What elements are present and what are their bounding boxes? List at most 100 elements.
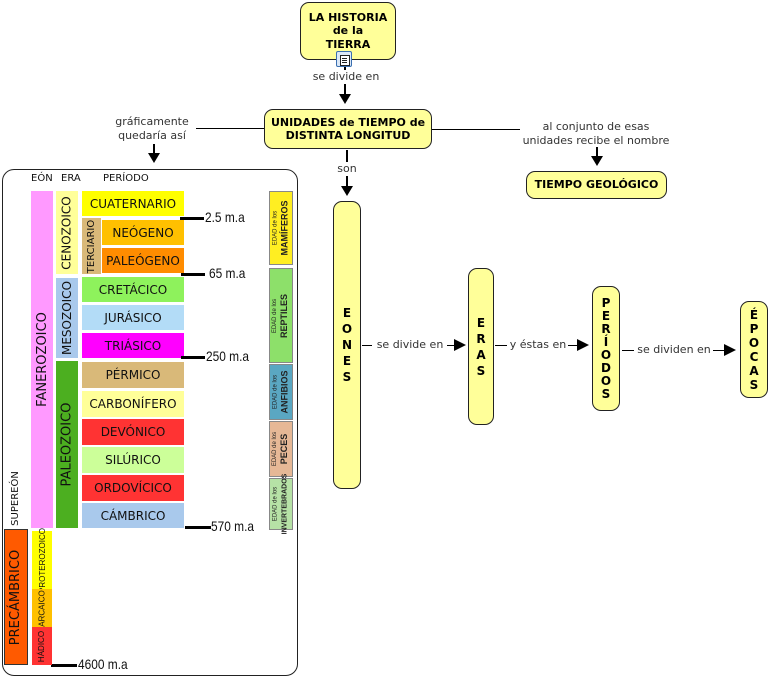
connector-line xyxy=(346,176,348,188)
letter: R xyxy=(601,321,611,336)
period-8: DEVÓNICO xyxy=(82,419,184,445)
letter: E xyxy=(476,315,486,330)
geo-time-node[interactable]: TIEMPO GEOLÓGICO xyxy=(526,171,667,199)
connector-line xyxy=(622,350,634,351)
root-line-1: LA HISTORIA xyxy=(308,11,388,25)
header-supereon: SUPEREÓN xyxy=(6,470,24,526)
root-line-2: de la xyxy=(332,24,364,38)
connector-line xyxy=(362,345,372,346)
eon-label: PROTEROZOICO xyxy=(37,527,47,593)
age-prefix: EDAD de los xyxy=(272,486,278,522)
letter: S xyxy=(749,377,759,392)
age-prefix: EDAD de los xyxy=(272,431,279,467)
supereon-label: PRECÁMBRICO xyxy=(8,549,24,645)
period-0: CUATERNARIO xyxy=(82,191,184,216)
letter: O xyxy=(748,335,760,350)
connector-line xyxy=(432,129,520,130)
link-label-graficamente: gráficamente quedaría así xyxy=(108,115,196,143)
era-paleozoico: PALEOZOICO xyxy=(56,361,78,528)
letter: É xyxy=(749,307,759,322)
eones-node[interactable]: E O N E S xyxy=(333,201,361,489)
link-label-line-1: al conjunto de esas xyxy=(542,120,650,133)
link-label-al-conjunto: al conjunto de esas unidades recibe el n… xyxy=(520,120,672,148)
link-label-se-dividen-en: se dividen en xyxy=(636,343,712,357)
letter: R xyxy=(476,331,486,346)
letter: E xyxy=(342,354,352,368)
age-name: REPTILES xyxy=(279,293,290,338)
boundary-tick xyxy=(181,356,205,359)
eon-hadico: HÁDICO xyxy=(32,627,52,665)
boundary-tick xyxy=(181,273,205,276)
boundary-tick xyxy=(180,217,204,220)
letter: P xyxy=(601,295,611,310)
arrow-right-icon xyxy=(577,339,589,351)
era-label: CENOZOICO xyxy=(60,195,75,270)
connector-line xyxy=(713,350,725,351)
period-5: TRIÁSICO xyxy=(82,333,184,358)
period-11: CÁMBRICO xyxy=(82,503,184,528)
connector-line xyxy=(568,345,578,346)
age-name: ANFIBIOS xyxy=(279,370,290,414)
letter: Í xyxy=(603,334,609,349)
units-node[interactable]: UNIDADES de TIEMPO de DISTINTA LONGITUD xyxy=(264,109,432,149)
boundary-4600: 4600 m.a xyxy=(78,656,128,672)
letter: E xyxy=(342,306,352,320)
letter: S xyxy=(601,386,611,401)
link-label-line-1: gráficamente xyxy=(115,115,189,128)
period-7: CARBONÍFERO xyxy=(82,391,184,417)
period-10: ORDOVÍCICO xyxy=(82,475,184,501)
letter: A xyxy=(476,347,486,362)
boundary-tick xyxy=(185,526,211,529)
link-label-se-divide-en: se divide en xyxy=(308,70,384,84)
boundary-65: 65 m.a xyxy=(209,265,246,281)
boundary-570: 570 m.a xyxy=(211,518,255,534)
connector-line xyxy=(153,144,155,153)
connector-line xyxy=(447,345,455,346)
letter: S xyxy=(342,370,352,384)
era-cenozoico: CENOZOICO xyxy=(56,191,78,274)
era-label: PALEOZOICO xyxy=(59,402,75,487)
arrow-down-icon xyxy=(341,186,353,196)
boundary-tick xyxy=(51,664,77,667)
arrow-down-icon xyxy=(339,94,351,104)
period-3: CRETÁCICO xyxy=(82,277,184,302)
era-mesozoico: MESOZOICO xyxy=(56,278,78,358)
root-node-historia-tierra[interactable]: LA HISTORIA de la TIERRA xyxy=(300,2,396,60)
period-1: NEÓGENO xyxy=(102,220,184,245)
connector-line xyxy=(596,147,598,156)
supereon-precambrico: PRECÁMBRICO xyxy=(4,529,28,665)
header-period: PERÍODO xyxy=(103,173,149,184)
letter: D xyxy=(601,360,611,375)
boundary-250: 250 m.a xyxy=(206,348,250,364)
header-era: ERA xyxy=(61,173,81,184)
age-prefix: EDAD de los xyxy=(272,210,278,246)
subera-label: TERCIARIO xyxy=(86,219,98,273)
connector-line xyxy=(495,345,507,346)
letter: E xyxy=(601,308,611,323)
units-line-1: UNIDADES de TIEMPO de xyxy=(270,115,426,129)
letter: O xyxy=(600,347,612,362)
eon-label: FANEROZOICO xyxy=(34,312,50,407)
header-eon: EÓN xyxy=(31,173,53,184)
period-9: SILÚRICO xyxy=(82,447,184,473)
letter: S xyxy=(476,363,486,378)
document-icon[interactable] xyxy=(336,51,352,67)
eon-fanerozoico: FANEROZOICO xyxy=(31,191,53,528)
letter: C xyxy=(749,349,759,364)
epocas-node[interactable]: É P O C A S xyxy=(740,301,768,398)
letter: O xyxy=(341,322,353,336)
periodos-node[interactable]: P E R Í O D O S xyxy=(592,286,620,411)
era-label: MESOZOICO xyxy=(60,280,74,356)
eras-node[interactable]: E R A S xyxy=(468,268,494,425)
eon-label: HÁDICO xyxy=(37,630,47,662)
link-label-line-2: quedaría así xyxy=(118,129,186,142)
period-2: PALEÓGENO xyxy=(102,248,184,273)
link-label-son: son xyxy=(334,162,360,176)
